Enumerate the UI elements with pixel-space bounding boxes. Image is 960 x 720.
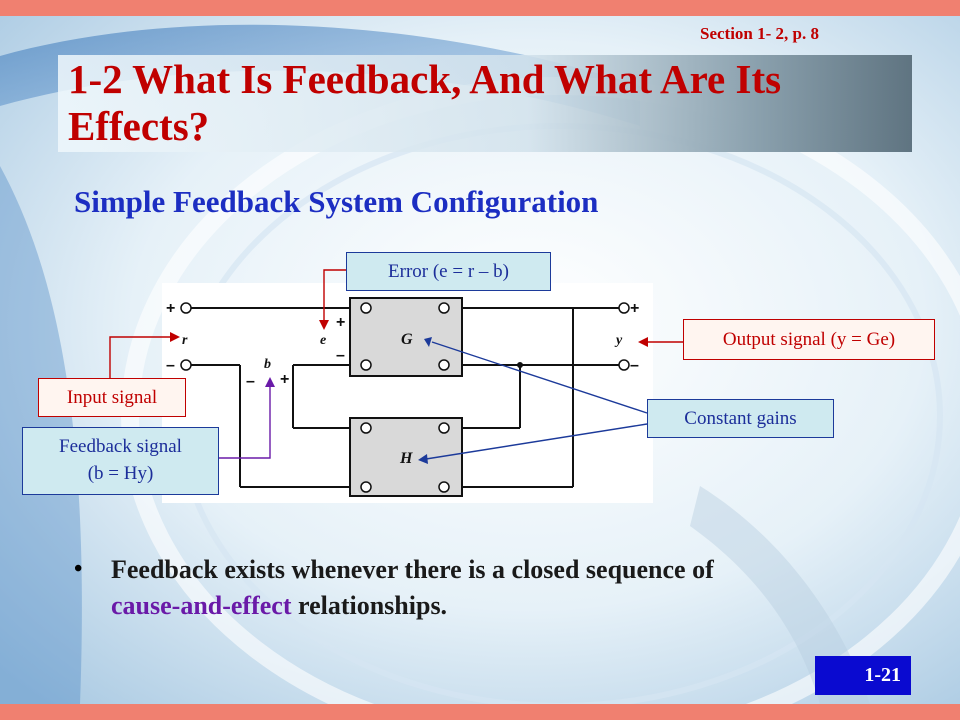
arrow-error <box>323 269 347 322</box>
block-g-label: G <box>401 331 413 348</box>
terminal-h-out-top <box>438 422 450 434</box>
bullet-highlight: cause-and-effect <box>111 591 292 620</box>
terminal-g-out-minus <box>438 359 450 371</box>
terminal-g-in-plus <box>360 302 372 314</box>
arrow-gains-g <box>431 341 648 414</box>
sign-output-plus: + <box>630 300 639 317</box>
feedback-callout: Feedback signal (b = Hy) <box>22 427 219 495</box>
section-reference: Section 1- 2, p. 8 <box>700 24 819 43</box>
terminal-g-out-plus <box>438 302 450 314</box>
sign-input-plus: + <box>166 300 175 317</box>
bottom-border-bar <box>0 704 960 720</box>
terminal-input-minus <box>180 359 192 371</box>
sign-b-minus: – <box>246 373 255 390</box>
error-callout: Error (e = r – b) <box>346 252 551 291</box>
slide-number: 1-21 <box>815 656 911 695</box>
sign-e-minus: – <box>336 347 345 364</box>
sign-e-plus: + <box>336 314 345 331</box>
input-callout: Input signal <box>38 378 186 417</box>
top-border-bar <box>0 0 960 16</box>
terminal-h-in-bottom <box>360 481 372 493</box>
sign-output-minus: – <box>630 357 639 374</box>
terminal-input-plus <box>180 302 192 314</box>
title-banner <box>58 55 912 152</box>
sign-input-minus: – <box>166 357 175 374</box>
output-callout: Output signal (y = Ge) <box>683 319 935 360</box>
terminal-h-in-top <box>360 422 372 434</box>
terminal-output-minus <box>618 359 630 371</box>
arrow-gains-h <box>425 423 648 460</box>
arrow-input <box>109 336 172 398</box>
label-r: r <box>182 333 188 348</box>
block-h-label: H <box>399 450 413 467</box>
terminal-h-out-bottom <box>438 481 450 493</box>
slide-title: 1-2 What Is Feedback, And What Are Its E… <box>68 56 782 149</box>
arrow-feedback <box>219 385 271 459</box>
label-y: y <box>614 333 623 348</box>
terminal-output-plus <box>618 302 630 314</box>
gains-callout: Constant gains <box>647 399 834 438</box>
bullet-point: Feedback exists whenever there is a clos… <box>111 555 714 620</box>
slide-subtitle: Simple Feedback System Configuration <box>74 184 599 219</box>
label-e: e <box>320 333 326 348</box>
bullet-dot: • <box>74 556 83 582</box>
terminal-g-in-minus <box>360 359 372 371</box>
label-b: b <box>264 357 271 372</box>
sign-b-plus: + <box>280 371 289 388</box>
junction-dot <box>517 362 523 368</box>
